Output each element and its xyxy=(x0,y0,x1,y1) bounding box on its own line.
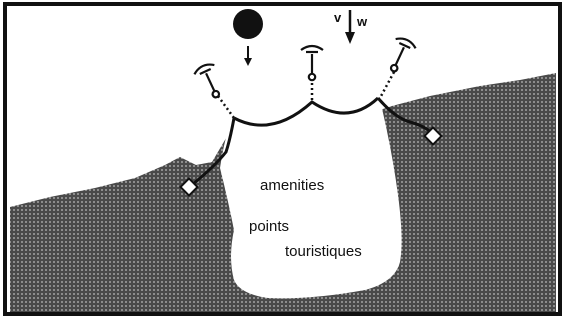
label-v: v xyxy=(334,10,342,25)
label-w: w xyxy=(356,14,368,29)
excavation-pit xyxy=(220,90,402,298)
label-touristiques: touristiques xyxy=(285,243,362,260)
label-amenities: amenities xyxy=(260,177,324,194)
sun-icon xyxy=(233,9,263,39)
label-points: points xyxy=(249,218,289,235)
